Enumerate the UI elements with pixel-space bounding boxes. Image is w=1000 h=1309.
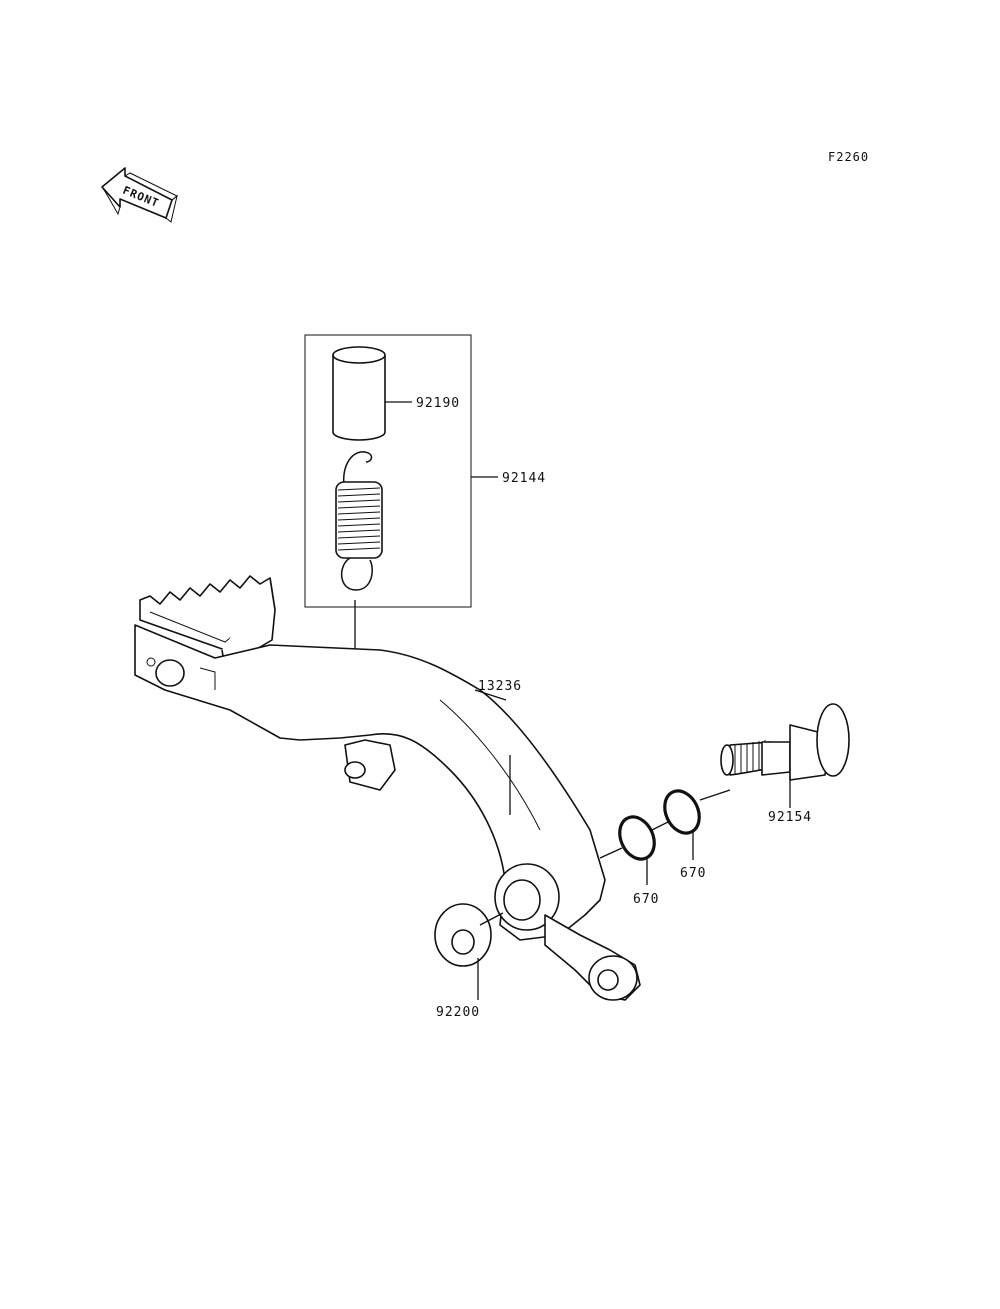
label-670-inner: 670 — [633, 892, 659, 907]
label-92144: 92144 — [502, 471, 546, 486]
o-ring-inner — [618, 815, 656, 861]
front-arrow-icon: FRONT — [101, 167, 178, 223]
pivot-shaft — [720, 703, 850, 781]
label-670-outer: 670 — [680, 866, 706, 881]
label-13236: 13236 — [478, 679, 522, 694]
o-ring-outer — [663, 789, 701, 835]
diagram-code: F2260 — [828, 150, 869, 164]
spring-kit-box — [304, 334, 472, 608]
brake-pedal — [134, 575, 641, 1001]
label-92154: 92154 — [768, 810, 812, 825]
label-92190: 92190 — [416, 396, 460, 411]
label-92200: 92200 — [436, 1005, 480, 1020]
washer — [434, 903, 492, 967]
collar — [332, 346, 386, 441]
spring — [335, 451, 383, 591]
